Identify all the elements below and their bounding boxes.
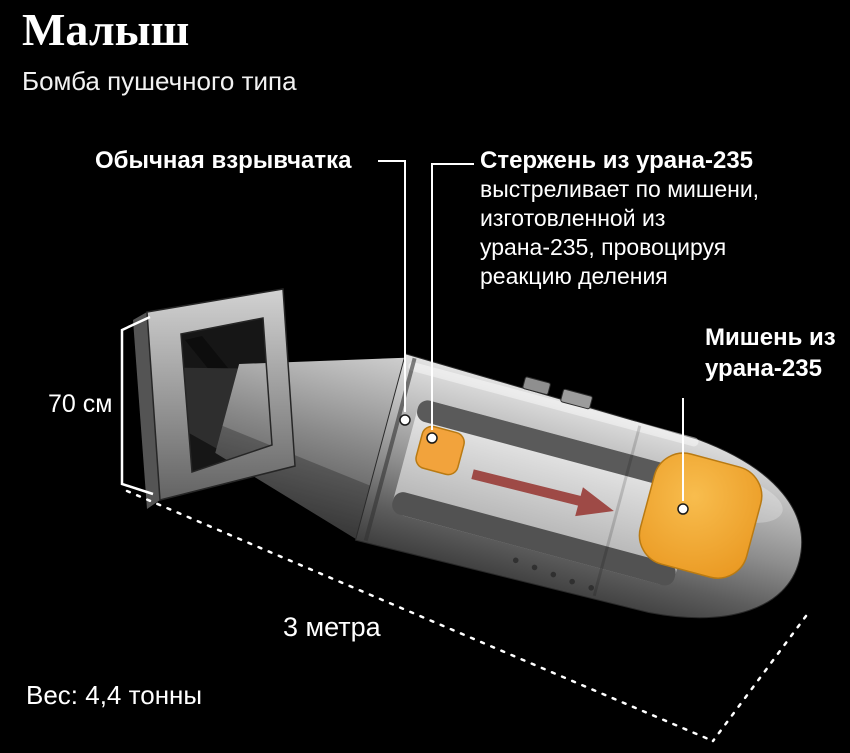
rivet: [569, 578, 575, 585]
callout-rod-desc-line: урана-235, провоцируя: [480, 234, 727, 260]
tail-cone: [215, 357, 409, 542]
callout-target-line: Мишень из: [705, 324, 836, 351]
rod-leader-line: [431, 163, 474, 430]
top-lug-2: [560, 388, 593, 410]
callout-explosive: Обычная взрывчатка: [95, 146, 352, 175]
rivet: [531, 564, 538, 571]
explosive-leader-line: [378, 160, 406, 412]
height-dimension-label: 70 см: [48, 390, 113, 418]
callout-explosive-title: Обычная взрывчатка: [95, 147, 352, 174]
rod-callout-dot: [426, 432, 438, 444]
barrel-bottom-band: [392, 492, 676, 586]
body-seam-mid: [592, 425, 642, 597]
barrel-top-band: [417, 400, 701, 493]
callout-rod-title: Стержень из урана-235: [480, 147, 754, 174]
rivet: [588, 584, 594, 591]
body-seam-rear: [363, 357, 417, 542]
uranium-target: [638, 452, 763, 579]
direction-arrow-head: [575, 487, 614, 517]
page-title: Малыш: [22, 4, 190, 55]
explosive-callout-dot: [399, 414, 411, 426]
page-subtitle: Бомба пушечного типа: [22, 66, 297, 96]
target-callout-dot: [677, 503, 689, 515]
length-dimension-line: [125, 489, 715, 743]
callout-rod-desc-line: реакцию деления: [480, 263, 668, 289]
callout-target-line: урана-235: [705, 355, 822, 382]
length-dimension-connector: [711, 614, 808, 743]
rivet: [550, 571, 557, 578]
rivet: [512, 557, 519, 564]
tail-fin-side: [133, 312, 160, 509]
height-dimension-line: [120, 315, 154, 496]
callout-rod-desc-line: изготовленной из: [480, 205, 666, 231]
body-highlight: [408, 362, 699, 447]
top-lug-1: [522, 376, 551, 395]
tail-fin-frame: [146, 288, 296, 501]
callout-target: Мишень из урана-235: [705, 322, 850, 384]
direction-arrow-shaft: [471, 469, 583, 507]
length-dimension-label: 3 метра: [283, 612, 381, 642]
callout-rod-desc-line: выстреливает по мишени,: [480, 176, 760, 202]
callout-rod: Стержень из урана-235 выстреливает по ми…: [480, 146, 770, 291]
weight-label: Вес: 4,4 тонны: [26, 680, 203, 710]
